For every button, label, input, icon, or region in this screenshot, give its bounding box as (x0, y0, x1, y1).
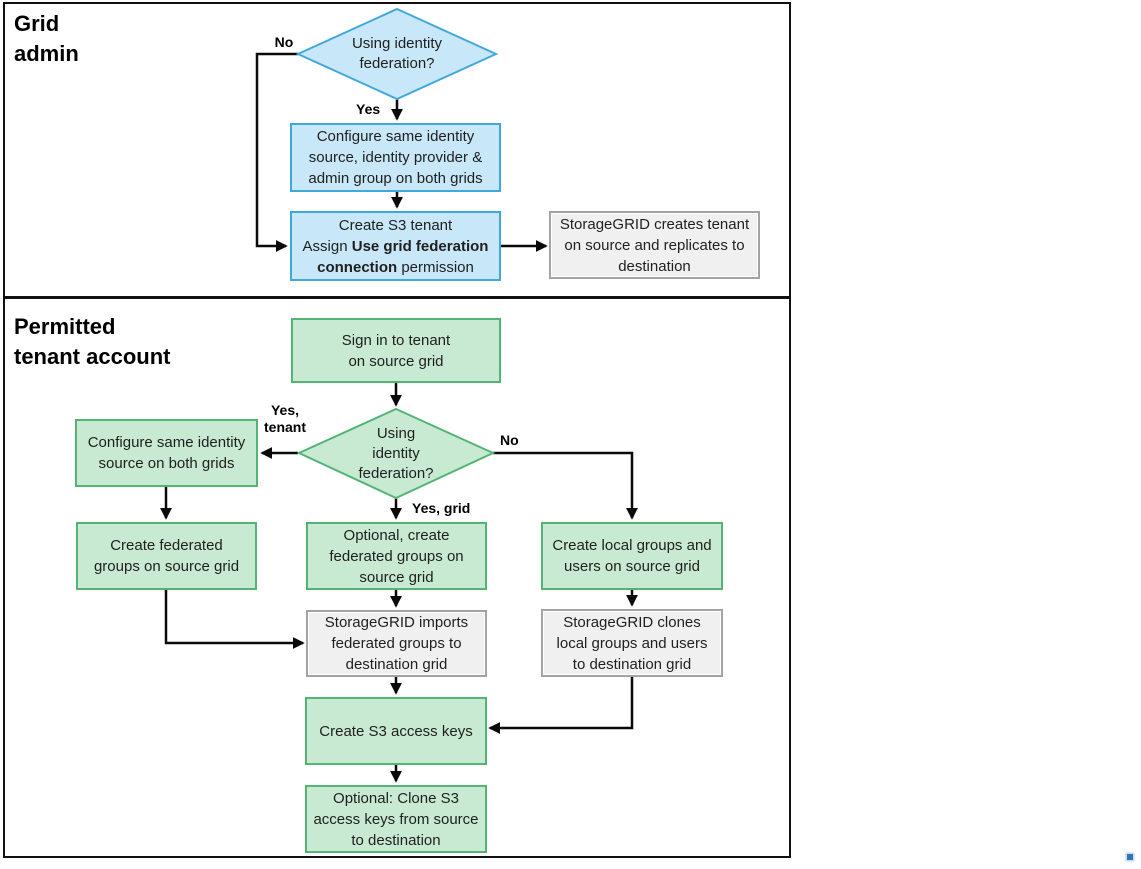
tenant-decision-label: Using identity federation? (358, 424, 434, 482)
edge-label-no-bottom: No (500, 432, 519, 448)
storagegrid-clones-groups-box: StorageGRID clones local groups and user… (541, 609, 723, 677)
connector-no-to-create-tenant (255, 52, 298, 252)
sign-in-tenant-box: Sign in to tenant on source grid (291, 318, 501, 383)
tenant-decision-diamond (296, 407, 496, 500)
connector-no-to-create-local (493, 451, 638, 520)
section-title-grid-admin: Grid admin (14, 11, 79, 66)
create-s3-tenant-line1: Create S3 tenant (338, 216, 453, 234)
configure-identity-source-box: Configure same identity source, identity… (290, 123, 501, 192)
selection-handle-dot (1126, 853, 1134, 861)
connector-clones-to-create-keys (488, 677, 634, 734)
create-federated-groups-box: Create federated groups on source grid (76, 522, 257, 590)
grid-admin-decision-diamond (295, 7, 499, 101)
edge-label-no: No (274, 34, 294, 50)
section-divider-line (3, 296, 791, 299)
assign-prefix-text: Assign (302, 237, 352, 255)
section-title-permitted-tenant: Permitted tenant account (14, 314, 171, 369)
create-s3-access-keys-box: Create S3 access keys (305, 697, 487, 765)
storagegrid-creates-tenant-box: StorageGRID creates tenant on source and… (549, 211, 760, 279)
edge-label-yes-grid: Yes, grid (412, 500, 471, 516)
create-s3-tenant-box: Create S3 tenant Assign Use grid federat… (290, 211, 501, 281)
edge-label-yes-tenant: Yes, tenant (264, 402, 306, 435)
storagegrid-imports-groups-box: StorageGRID imports federated groups to … (306, 610, 487, 677)
configure-source-both-grids-box: Configure same identity source on both g… (75, 419, 258, 487)
edge-label-yes: Yes (356, 101, 381, 117)
optional-create-federated-groups-box: Optional, create federated groups on sou… (306, 522, 487, 590)
connector-create-federated-to-imports (164, 590, 305, 649)
create-local-groups-box: Create local groups and users on source … (541, 522, 723, 590)
create-s3-tenant-line2: Assign Use grid federation connection pe… (295, 236, 496, 278)
grid-admin-decision-label: Using identity federation? (351, 35, 443, 72)
diagram-outer-frame (3, 2, 791, 858)
permission-suffix-text: permission (397, 258, 474, 276)
optional-clone-access-keys-box: Optional: Clone S3 access keys from sour… (305, 785, 487, 853)
permission-bold-text: Use grid federation connection (317, 237, 489, 276)
